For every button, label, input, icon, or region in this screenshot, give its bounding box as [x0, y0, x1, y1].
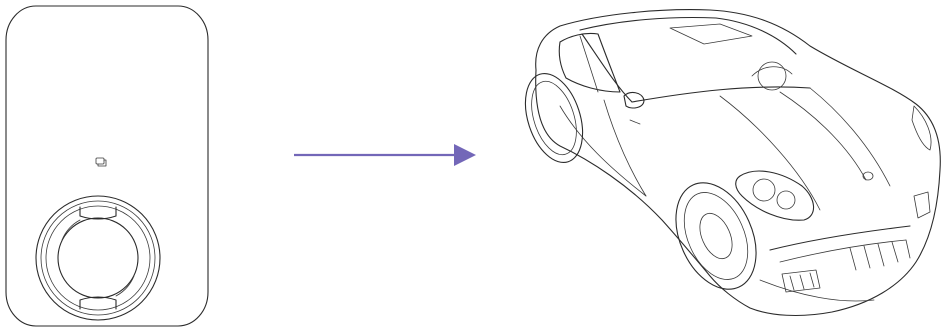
charge-port-socket-icon — [36, 196, 160, 320]
sports-car-icon — [520, 0, 944, 331]
arrow-right-icon — [290, 140, 480, 170]
ev-wall-charger-icon — [0, 0, 220, 331]
status-indicator-icon — [96, 158, 106, 166]
